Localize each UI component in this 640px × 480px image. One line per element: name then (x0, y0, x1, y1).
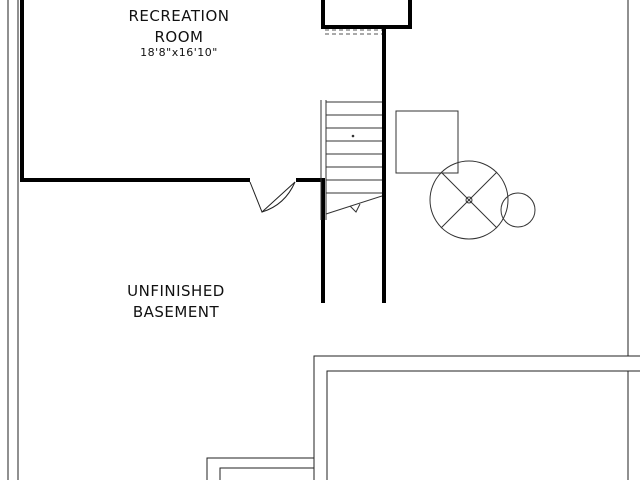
door-swing-icon (249, 181, 296, 213)
recreation-room-name-line2: ROOM (154, 28, 204, 46)
water-heater-icon (429, 160, 536, 240)
stair-icon (320, 100, 383, 220)
stair-landing-dashes (325, 29, 382, 35)
outer-thin-walls (7, 0, 640, 480)
recreation-room-walls (20, 0, 412, 303)
unfinished-basement-name-line1: UNFINISHED (127, 282, 225, 300)
furnace-icon (395, 110, 459, 174)
recreation-room-dimensions: 18'8"x16'10" (140, 46, 218, 59)
recreation-room-label: RECREATION ROOM (129, 6, 230, 48)
unfinished-basement-name-line2: BASEMENT (132, 303, 220, 321)
unfinished-basement-label: UNFINISHED BASEMENT (127, 281, 225, 323)
recreation-room-name-line1: RECREATION (128, 7, 230, 25)
